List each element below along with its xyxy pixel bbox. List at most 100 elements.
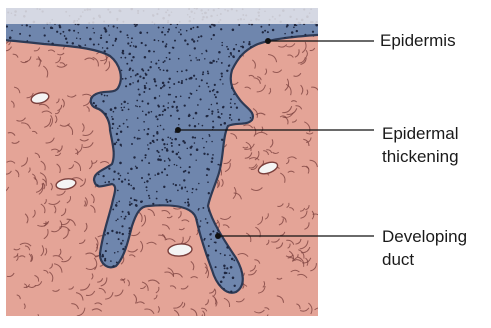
epidermis-cell-dot	[213, 89, 215, 91]
epidermis-cell-dot	[156, 132, 158, 134]
epidermis-cell-dot	[124, 57, 126, 59]
epidermis-cell-dot	[144, 87, 147, 90]
epidermis-cell-dot	[221, 75, 223, 77]
developing-duct-label-line2: duct	[382, 250, 414, 270]
epidermis-cell-dot	[168, 165, 170, 167]
epidermis-cell-dot	[105, 250, 107, 252]
epidermis-cell-dot	[154, 80, 156, 82]
epidermis-cell-dot	[107, 232, 110, 235]
epidermis-cell-dot	[108, 25, 109, 26]
epidermis-cell-dot	[26, 24, 28, 26]
epidermis-cell-dot	[78, 32, 80, 34]
epidermis-cell-dot	[159, 95, 160, 96]
epidermis-cell-dot	[80, 38, 82, 40]
epidermis-cell-dot	[181, 82, 183, 84]
epidermis-cell-dot	[228, 56, 230, 58]
epidermis-cell-dot	[113, 171, 115, 173]
epidermis-cell-dot	[6, 25, 8, 27]
epidermis-cell-dot	[175, 184, 177, 186]
epidermis-cell-dot	[181, 70, 183, 72]
epidermis-cell-dot	[205, 50, 207, 52]
epidermis-cell-dot	[162, 41, 164, 43]
epidermis-cell-dot	[163, 186, 165, 188]
epidermis-cell-dot	[158, 60, 160, 62]
epidermis-cell-dot	[218, 51, 221, 54]
epidermis-cell-dot	[118, 178, 120, 180]
epidermis-cell-dot	[95, 105, 97, 107]
epidermis-cell-dot	[124, 246, 126, 248]
epidermis-cell-dot	[130, 185, 132, 187]
epidermis-cell-dot	[119, 162, 122, 165]
epidermis-cell-dot	[224, 254, 226, 256]
epidermis-cell-dot	[250, 117, 251, 118]
epidermis-cell-dot	[145, 73, 147, 75]
epidermis-cell-dot	[121, 103, 123, 105]
epidermis-cell-dot	[130, 168, 133, 171]
epidermis-cell-dot	[232, 29, 235, 32]
epidermis-cell-dot	[217, 111, 219, 113]
epidermis-cell-dot	[142, 70, 144, 72]
epidermis-cell-dot	[201, 53, 202, 54]
epidermis-cell-dot	[165, 45, 167, 47]
epidermis-cell-dot	[197, 104, 199, 106]
epidermis-cell-dot	[122, 233, 124, 235]
epidermis-cell-dot	[169, 200, 171, 202]
epidermis-cell-dot	[284, 33, 286, 35]
epidermis-cell-dot	[197, 26, 199, 28]
epidermis-cell-dot	[132, 56, 134, 58]
epidermis-cell-dot	[164, 60, 166, 62]
epidermis-cell-dot	[73, 30, 75, 32]
epidermis-cell-dot	[113, 111, 115, 113]
epidermis-cell-dot	[193, 40, 195, 42]
epidermis-cell-dot	[220, 281, 223, 284]
epidermis-cell-dot	[243, 41, 245, 43]
epidermis-cell-dot	[168, 102, 170, 104]
epidermis-cell-dot	[110, 108, 113, 111]
epidermis-cell-dot	[248, 41, 250, 43]
epidermis-cell-dot	[173, 183, 175, 185]
epidermis-cell-dot	[128, 109, 130, 111]
epidermis-cell-dot	[203, 147, 205, 149]
epidermis-cell-dot	[212, 120, 214, 122]
epidermis-cell-dot	[164, 168, 166, 170]
epidermis-cell-dot	[180, 167, 182, 169]
epidermis-cell-dot	[121, 225, 123, 227]
epidermis-cell-dot	[230, 106, 232, 108]
epidermis-cell-dot	[136, 106, 137, 107]
epidermis-cell-dot	[137, 80, 139, 82]
epidermis-cell-dot	[216, 102, 218, 104]
epidermis-cell-dot	[156, 191, 158, 193]
epidermis-cell-dot	[220, 28, 222, 30]
epidermis-cell-dot	[220, 124, 222, 126]
epidermis-cell-dot	[199, 226, 201, 228]
epidermis-cell-dot	[158, 151, 160, 153]
epidermis-cell-dot	[211, 38, 213, 40]
epidermis-cell-dot	[193, 75, 195, 77]
epidermis-cell-dot	[226, 267, 228, 269]
epidermis-cell-dot	[162, 114, 164, 116]
epidermis-cell-dot	[102, 175, 104, 177]
epidermis-cell-dot	[170, 137, 172, 139]
epidermis-cell-dot	[230, 266, 233, 269]
epidermis-cell-dot	[176, 107, 178, 109]
epidermis-cell-dot	[115, 38, 117, 40]
epidermis-cell-dot	[176, 153, 179, 156]
epidermis-cell-dot	[171, 145, 173, 147]
epidermis-cell-dot	[126, 119, 127, 120]
epidermis-cell-dot	[137, 117, 139, 119]
epidermis-cell-dot	[128, 227, 130, 229]
dermis-fiber	[152, 317, 162, 323]
epidermis-cell-dot	[240, 46, 242, 48]
epidermis-cell-dot	[211, 104, 213, 106]
epidermis-cell-dot	[116, 202, 117, 203]
epidermis-cell-dot	[173, 101, 175, 103]
epidermis-cell-dot	[142, 100, 144, 102]
epidermis-cell-dot	[117, 190, 119, 192]
epidermis-cell-dot	[205, 218, 207, 220]
epidermis-cell-dot	[197, 40, 199, 42]
epidermis-cell-dot	[104, 95, 106, 97]
epidermis-cell-dot	[160, 125, 162, 127]
epidermis-cell-dot	[163, 84, 165, 86]
epidermis-cell-dot	[117, 128, 119, 130]
epidermis-cell-dot	[148, 195, 150, 197]
